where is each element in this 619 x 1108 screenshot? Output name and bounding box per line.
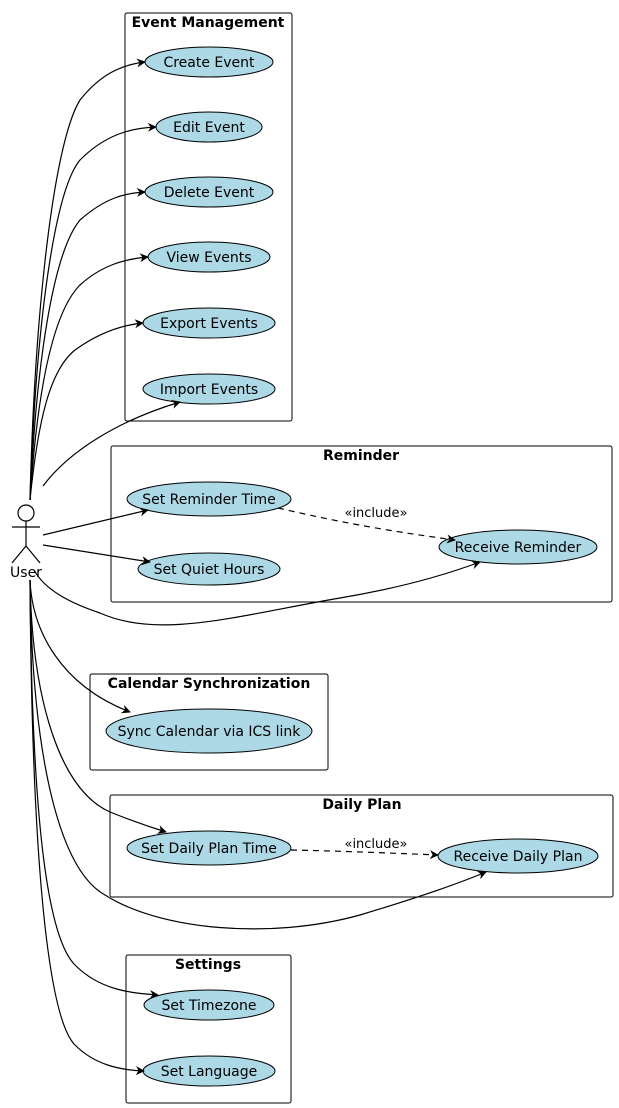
use-case-receive-reminder[interactable]: Receive Reminder	[438, 529, 598, 565]
use-case-label: Set Reminder Time	[142, 492, 276, 508]
actor-label: User	[10, 565, 42, 581]
use-case-create-event[interactable]: Create Event	[144, 46, 274, 78]
use-case-label: View Events	[166, 250, 251, 266]
use-case-label: Create Event	[163, 55, 255, 71]
assoc-view-events	[29, 253, 149, 501]
package-title: Event Management	[132, 15, 285, 31]
use-case-set-timezone[interactable]: Set Timezone	[143, 989, 275, 1021]
use-case-view-events[interactable]: View Events	[147, 241, 271, 273]
actor-user[interactable]: User	[10, 504, 42, 581]
use-case-set-daily-plan-time[interactable]: Set Daily Plan Time	[126, 830, 292, 866]
assoc-sync-calendar	[29, 579, 131, 714]
use-case-label: Export Events	[160, 316, 258, 332]
assoc-delete-event	[29, 187, 146, 501]
include-reminder: «include»	[277, 506, 456, 544]
package-title: Reminder	[323, 448, 399, 464]
use-case-label: Set Timezone	[161, 998, 256, 1014]
use-case-export-events[interactable]: Export Events	[142, 307, 276, 339]
associations	[29, 58, 487, 1076]
use-case-label: Receive Reminder	[455, 540, 582, 556]
include-label: «include»	[344, 506, 407, 521]
assoc-receive-daily-plan	[29, 579, 487, 930]
include-daily-plan: «include»	[290, 837, 439, 860]
use-case-delete-event[interactable]: Delete Event	[144, 176, 274, 208]
use-case-label: Edit Event	[173, 120, 245, 136]
package-title: Settings	[175, 957, 241, 973]
use-case-label: Set Language	[161, 1064, 258, 1080]
use-case-set-quiet-hours[interactable]: Set Quiet Hours	[137, 552, 281, 586]
use-case-label: Sync Calendar via ICS link	[118, 724, 302, 740]
include-label: «include»	[344, 837, 407, 852]
use-case-label: Set Daily Plan Time	[141, 841, 277, 857]
assoc-receive-reminder	[33, 560, 481, 626]
use-case-label: Receive Daily Plan	[454, 849, 583, 865]
assoc-set-daily-plan-time	[29, 579, 167, 834]
use-case-receive-daily-plan[interactable]: Receive Daily Plan	[437, 838, 599, 874]
use-case-sync-calendar[interactable]: Sync Calendar via ICS link	[105, 708, 313, 754]
package-title: Daily Plan	[322, 797, 401, 813]
use-case-label: Set Quiet Hours	[154, 562, 265, 578]
assoc-export-events	[29, 319, 144, 501]
use-case-label: Import Events	[160, 382, 258, 398]
use-case-edit-event[interactable]: Edit Event	[155, 111, 263, 143]
use-case-set-reminder-time[interactable]: Set Reminder Time	[126, 481, 292, 517]
assoc-set-timezone	[29, 579, 159, 999]
use-case-label: Delete Event	[164, 185, 255, 201]
use-case-set-language[interactable]: Set Language	[142, 1055, 276, 1087]
actor-head-icon	[17, 504, 35, 522]
use-case-import-events[interactable]: Import Events	[142, 373, 276, 405]
assoc-set-reminder-time	[42, 507, 149, 536]
assoc-import-events	[42, 400, 181, 487]
assoc-set-quiet-hours	[42, 544, 151, 566]
assoc-set-language	[29, 579, 145, 1076]
assoc-create-event	[29, 58, 146, 501]
package-title: Calendar Synchronization	[108, 676, 311, 692]
assoc-edit-event	[29, 122, 157, 501]
